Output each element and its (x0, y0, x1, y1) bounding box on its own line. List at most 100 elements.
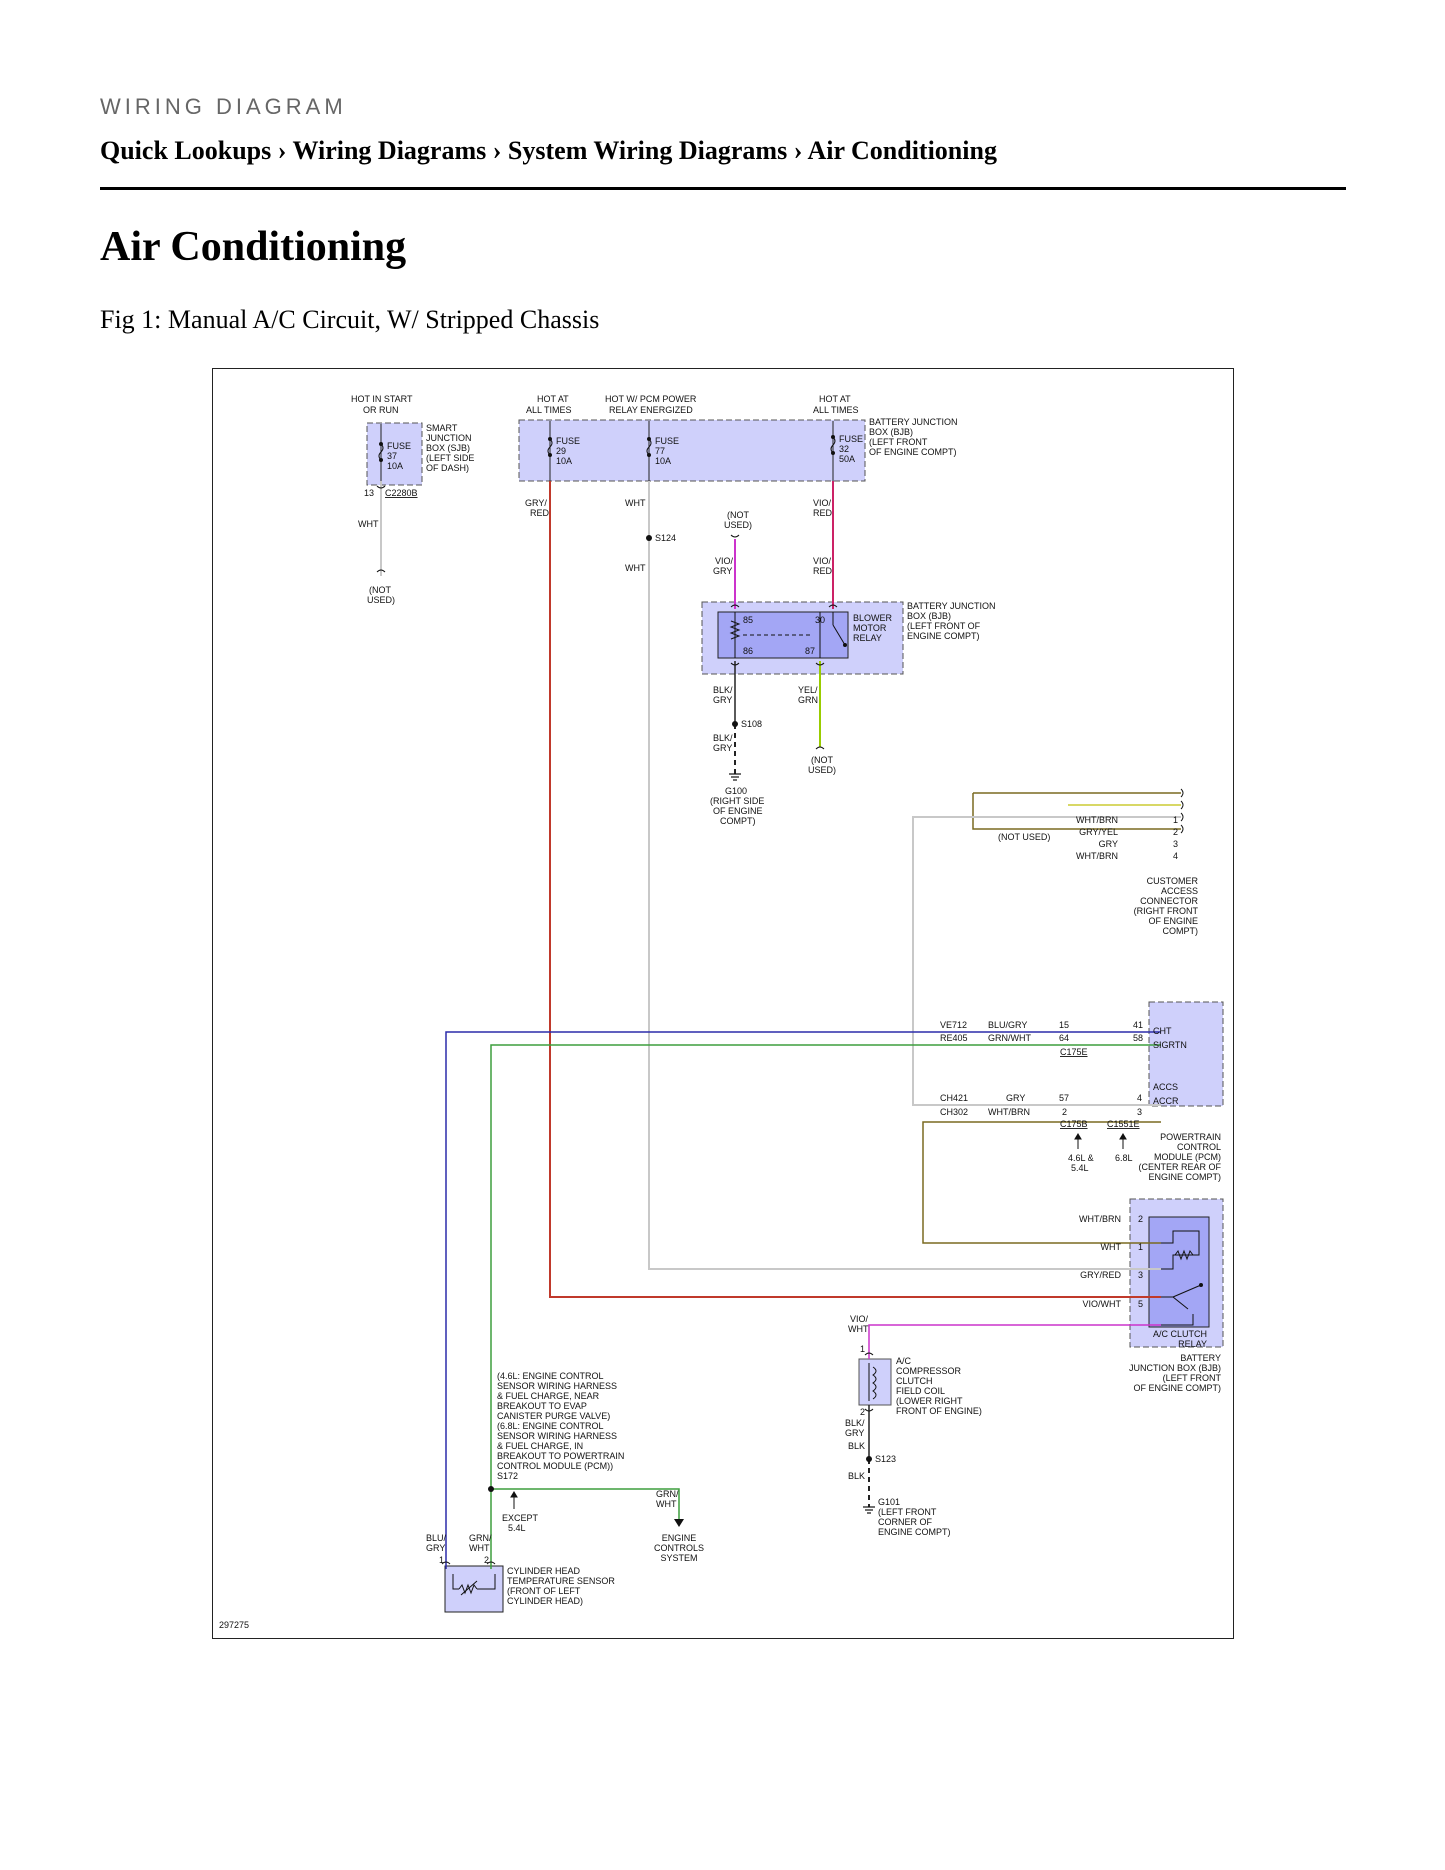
cust-wire-2: GRY/YEL (1079, 827, 1118, 837)
compressor-blk-wire: BLK (848, 1441, 865, 1451)
wire-label-yel-grn: YEL/GRN (798, 685, 818, 705)
splice-s108-label: S108 (741, 719, 762, 729)
breadcrumb-air-conditioning[interactable]: Air Conditioning (807, 136, 997, 165)
pcm-connector-c175e: C175E (1060, 1047, 1088, 1057)
splice-s124 (646, 535, 652, 541)
wire-wht-pcm-relay (648, 481, 1161, 1270)
section-kicker: WIRING DIAGRAM (100, 94, 347, 119)
pcm-pin-a-15: 15 (1059, 1020, 1069, 1030)
wire-wht-brn-cust (972, 793, 1181, 830)
wire-label-blk-gry: BLK/GRY (713, 685, 733, 705)
bjb-top-box (518, 419, 866, 482)
pcm-signal-accs: ACCS (1153, 1082, 1178, 1092)
compressor-pin-1: 1 (860, 1344, 865, 1354)
blower-pin-30: 30 (815, 615, 825, 625)
connector-terminal-icon (376, 485, 1184, 1565)
ac-relay-wire-vio-wht: VIO/WHT (1083, 1299, 1122, 1309)
variant-arrow-icon (1074, 1133, 1127, 1149)
pcm-pin-a-57: 57 (1059, 1093, 1069, 1103)
header-divider (100, 187, 1346, 190)
breadcrumb-quick-lookups[interactable]: Quick Lookups (100, 136, 272, 165)
sjb-pin: 13 (364, 488, 374, 498)
blower-relay-coil-icon (729, 612, 847, 658)
page-title: Air Conditioning (100, 224, 407, 270)
cust-pin-4: 4 (1173, 851, 1178, 861)
splice-s124-label: S124 (655, 533, 676, 543)
ground-g101-icon (863, 1506, 875, 1514)
pcm-circuit-ch421: CH421 (940, 1093, 968, 1103)
breadcrumb-separator: › (277, 136, 287, 165)
compressor-out-wire: BLK/GRY (845, 1418, 865, 1438)
cust-wire-4: WHT/BRN (1076, 851, 1118, 861)
pcm-variant-68: 6.8L (1115, 1153, 1133, 1163)
fuse-icon (378, 435, 836, 462)
blower-pin-86: 86 (743, 646, 753, 656)
pcm-wire-blu-gry: BLU/GRY (988, 1020, 1027, 1030)
cht-wire-blu-gry: BLU/GRY (426, 1533, 447, 1553)
cust-pin-2: 2 (1173, 827, 1178, 837)
ac-relay-wire-wht: WHT (1101, 1242, 1122, 1252)
pcm-wire-grn-wht: GRN/WHT (988, 1033, 1031, 1043)
cust-not-used: (NOT USED) (998, 832, 1050, 842)
pcm-connector-c1551e: C1551E (1107, 1119, 1140, 1129)
wire-label-vio-red: VIO/RED (813, 498, 833, 518)
wire-gry-red (549, 481, 1161, 1298)
breadcrumb-wiring-diagrams[interactable]: Wiring Diagrams (292, 136, 487, 165)
cht-pin-1: 1 (439, 1555, 444, 1565)
pcm-pin-b-4: 4 (1137, 1093, 1142, 1103)
ac-relay-coil-icon (1161, 1230, 1203, 1326)
sjb-wire: WHT (358, 519, 379, 529)
cht-wire-grn-wht: GRN/WHT (469, 1533, 492, 1553)
pcm-pin-a-64: 64 (1059, 1033, 1069, 1043)
wire-blu-gry (445, 1031, 1161, 1569)
pcm-signal-sigrtn: SIGRTN (1153, 1040, 1187, 1050)
breadcrumb-system-wiring-diagrams[interactable]: System Wiring Diagrams (507, 136, 788, 165)
splice-s123-label: S123 (875, 1454, 896, 1464)
engine-controls-arrow-icon (674, 1519, 684, 1527)
pcm-wire-wht-brn: WHT/BRN (988, 1107, 1030, 1117)
figure-id: 297275 (219, 1620, 249, 1630)
pcm-circuit-ve712: VE712 (940, 1020, 967, 1030)
wire-gry-cust (912, 816, 1181, 1106)
cust-pin-1: 1 (1173, 815, 1178, 825)
pcm-pin-a-2: 2 (1062, 1107, 1067, 1117)
compressor-coil-box (858, 1358, 892, 1406)
except-arrow-icon (510, 1491, 518, 1509)
pcm-circuit-ch302: CH302 (940, 1107, 968, 1117)
wire-label-wht: WHT (625, 498, 646, 508)
pcm-variant-46-54: 4.6L &5.4L (1068, 1153, 1094, 1173)
sjb-connector: C2280B (385, 488, 418, 498)
wire-wht-brn-pcm (922, 1121, 1161, 1244)
pcm-circuit-re405: RE405 (940, 1033, 968, 1043)
cust-pin-3: 3 (1173, 839, 1178, 849)
ac-relay-box (1148, 1216, 1210, 1328)
pcm-signal-accr: ACCR (1153, 1096, 1179, 1106)
pcm-wire-gry: GRY (1006, 1093, 1025, 1103)
wire-label-vio-red-2: VIO/RED (813, 556, 833, 576)
figure-caption: Fig 1: Manual A/C Circuit, W/ Stripped C… (100, 305, 600, 334)
wire-label-blk-gry-2: BLK/GRY (713, 733, 733, 753)
blower-pin-85: 85 (743, 615, 753, 625)
